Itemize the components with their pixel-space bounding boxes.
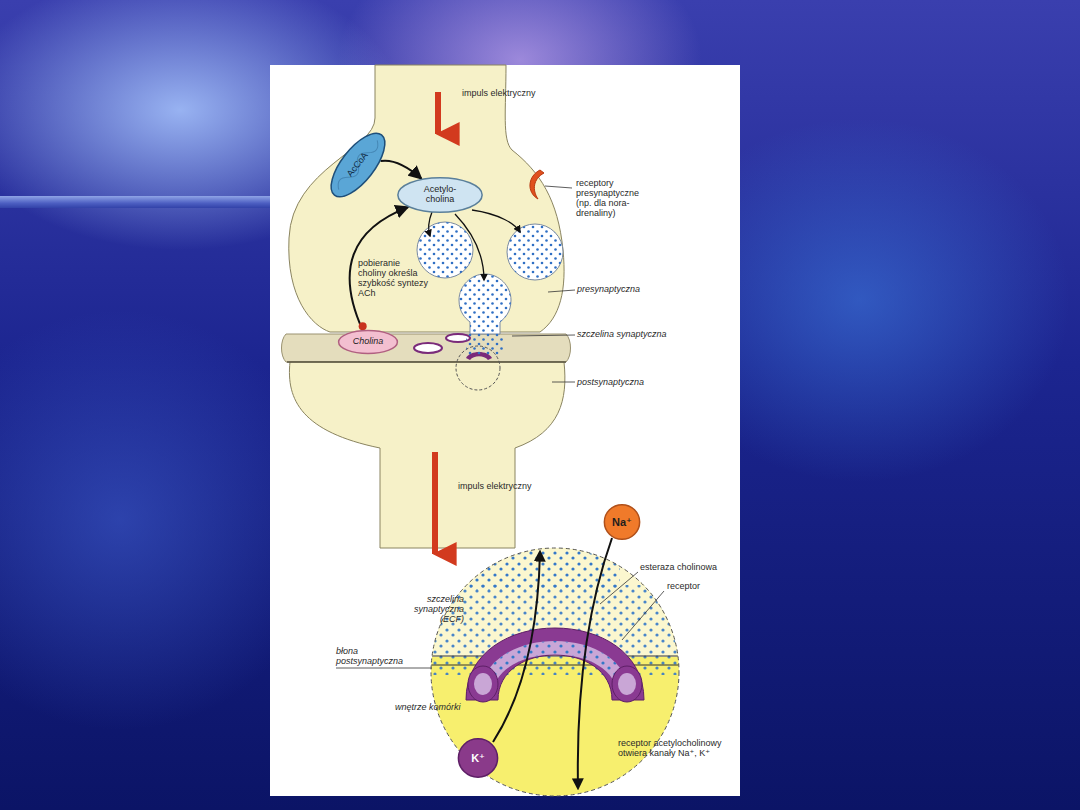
sodium-ion: Na⁺	[604, 504, 640, 540]
choline-ellipse: Cholina	[338, 330, 398, 354]
part-label: receptory presynaptyczne (np. dla nora- …	[576, 178, 656, 218]
potassium-ion: K⁺	[458, 738, 498, 778]
flow-arrow	[381, 161, 422, 179]
note-label: pobieranie choliny określa szybkość synt…	[358, 258, 430, 298]
acetylcholine-ellipse: Acetylo- cholina	[397, 177, 483, 213]
transporter-dot	[359, 322, 367, 330]
part-label: postsynaptyczna	[577, 377, 677, 387]
node-text: Cholina	[353, 337, 384, 347]
signal-label: impuls elektryczny	[462, 88, 572, 98]
title-bar	[0, 196, 272, 208]
region-label: szczelina synaptyczna (ECF)	[392, 594, 464, 624]
signal-label: impuls elektryczny	[458, 481, 568, 491]
part-label: esteraza cholinowa	[640, 562, 735, 572]
part-label: presynaptyczna	[577, 284, 667, 294]
node-text: K⁺	[471, 752, 485, 764]
node-text: Acetylo- cholina	[414, 185, 466, 205]
part-label: receptor	[667, 581, 727, 591]
node-text: Na⁺	[612, 516, 632, 528]
region-label: wnętrze komórki	[395, 702, 485, 712]
note-label: receptor acetylocholinowy otwiera kanały…	[618, 738, 723, 758]
part-label: szczelina synaptyczna	[577, 329, 697, 339]
part-label: błona postsynaptyczna	[336, 646, 426, 666]
